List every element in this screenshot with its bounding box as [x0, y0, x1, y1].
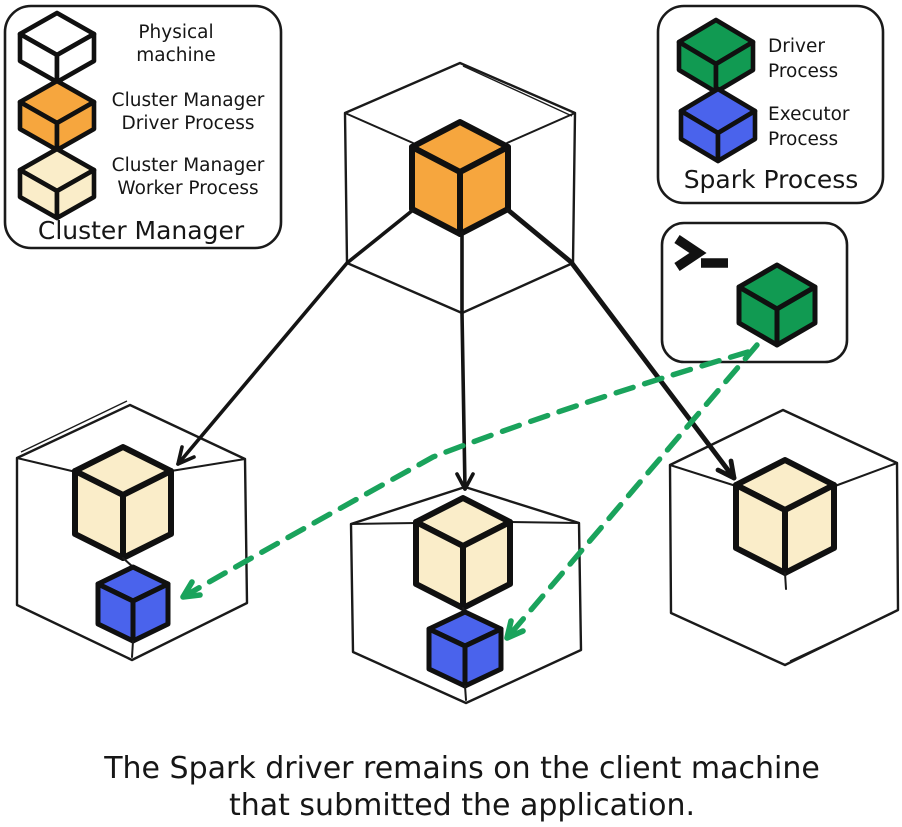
- cube-connector: [131, 640, 134, 658]
- arrowhead: [715, 458, 737, 481]
- box-inner-edge: [350, 522, 417, 525]
- caption-line-1: The Spark driver remains on the client m…: [103, 751, 820, 786]
- dashed-arrowhead: [180, 579, 203, 600]
- legend-label: Physical: [138, 22, 213, 43]
- client-machine-box: [660, 221, 849, 364]
- cube-face: [782, 482, 837, 576]
- legend-label: Process: [768, 129, 838, 150]
- legend-title: Spark Process: [684, 165, 859, 194]
- box-inner-edge: [834, 462, 898, 487]
- sketch-line: [20, 400, 128, 453]
- physical-machine-cube-icon: [17, 10, 97, 85]
- legend-label: Driver: [768, 36, 825, 57]
- legend-label: Cluster Manager: [112, 90, 265, 111]
- arrowhead: [455, 472, 475, 491]
- legend-label: Cluster Manager: [112, 155, 265, 176]
- legend-label: Worker Process: [117, 178, 258, 199]
- worker-machine-1: [15, 400, 249, 662]
- arrowhead: [176, 445, 196, 466]
- assignment-arrows: [176, 207, 737, 491]
- caption-line-2: that submitted the application.: [229, 788, 695, 823]
- cluster-manager-worker-cube-icon: [17, 146, 97, 221]
- legend-label: Executor: [768, 104, 850, 125]
- terminal-chevron: [674, 235, 707, 271]
- worker-1-cm-worker-cube: [72, 444, 174, 561]
- spark-executor-cube-icon: [678, 86, 758, 164]
- cluster-manager-driver-process-cube: [409, 119, 511, 237]
- worker-machine-3: [668, 408, 900, 667]
- cube-connector: [784, 572, 787, 590]
- box-inner-edge: [669, 464, 737, 487]
- box-inner-edge: [506, 112, 576, 144]
- arrow-driver-to-worker-1: [176, 208, 415, 466]
- arrow-driver-to-worker-2: [460, 231, 467, 491]
- cube-face: [120, 468, 174, 561]
- cube-face: [54, 99, 97, 153]
- legend-title: Cluster Manager: [38, 216, 245, 245]
- cube-face: [462, 626, 504, 689]
- dashed-link-client-to-worker-1-executor: [180, 349, 751, 600]
- cube-face: [715, 108, 758, 164]
- cube-face: [54, 167, 97, 221]
- dashed-arrowhead: [504, 618, 526, 641]
- worker-2-executor-cube: [426, 609, 504, 689]
- cluster-manager-machine: [343, 61, 577, 315]
- sketch-line: [789, 612, 894, 662]
- box-inner-edge: [509, 521, 580, 524]
- legend-label: Process: [768, 61, 838, 82]
- dashed-link-client-to-worker-2-executor: [504, 342, 760, 641]
- cube-face: [130, 581, 171, 644]
- driver-executor-links: [180, 342, 760, 641]
- sketch-line: [462, 65, 573, 117]
- box-inner-edge: [16, 457, 77, 473]
- terminal-prompt-icon: [674, 235, 728, 271]
- client-spark-driver-cube: [736, 262, 818, 348]
- cube-connector: [464, 685, 467, 701]
- legend-label: machine: [136, 45, 216, 66]
- cube-face: [460, 519, 513, 611]
- legend-label: Driver Process: [122, 113, 255, 134]
- box-inner-edge: [170, 458, 246, 472]
- worker-machine-2: [349, 485, 583, 705]
- worker-3-cm-worker-cube: [733, 457, 837, 576]
- box-inner-edge: [344, 112, 414, 144]
- caption: The Spark driver remains on the client m…: [103, 751, 820, 823]
- cube-face: [54, 31, 97, 85]
- worker-2-cm-worker-cube: [413, 495, 513, 611]
- cluster-manager-legend: Physical machine Cluster Manager Driver …: [3, 4, 283, 250]
- arrow-driver-to-worker-3: [505, 207, 737, 481]
- worker-1-executor-cube: [95, 564, 171, 644]
- spark-process-legend: Driver Process Executor Process Spark Pr…: [656, 4, 885, 205]
- cube-face: [713, 39, 756, 95]
- cube-face: [774, 284, 818, 348]
